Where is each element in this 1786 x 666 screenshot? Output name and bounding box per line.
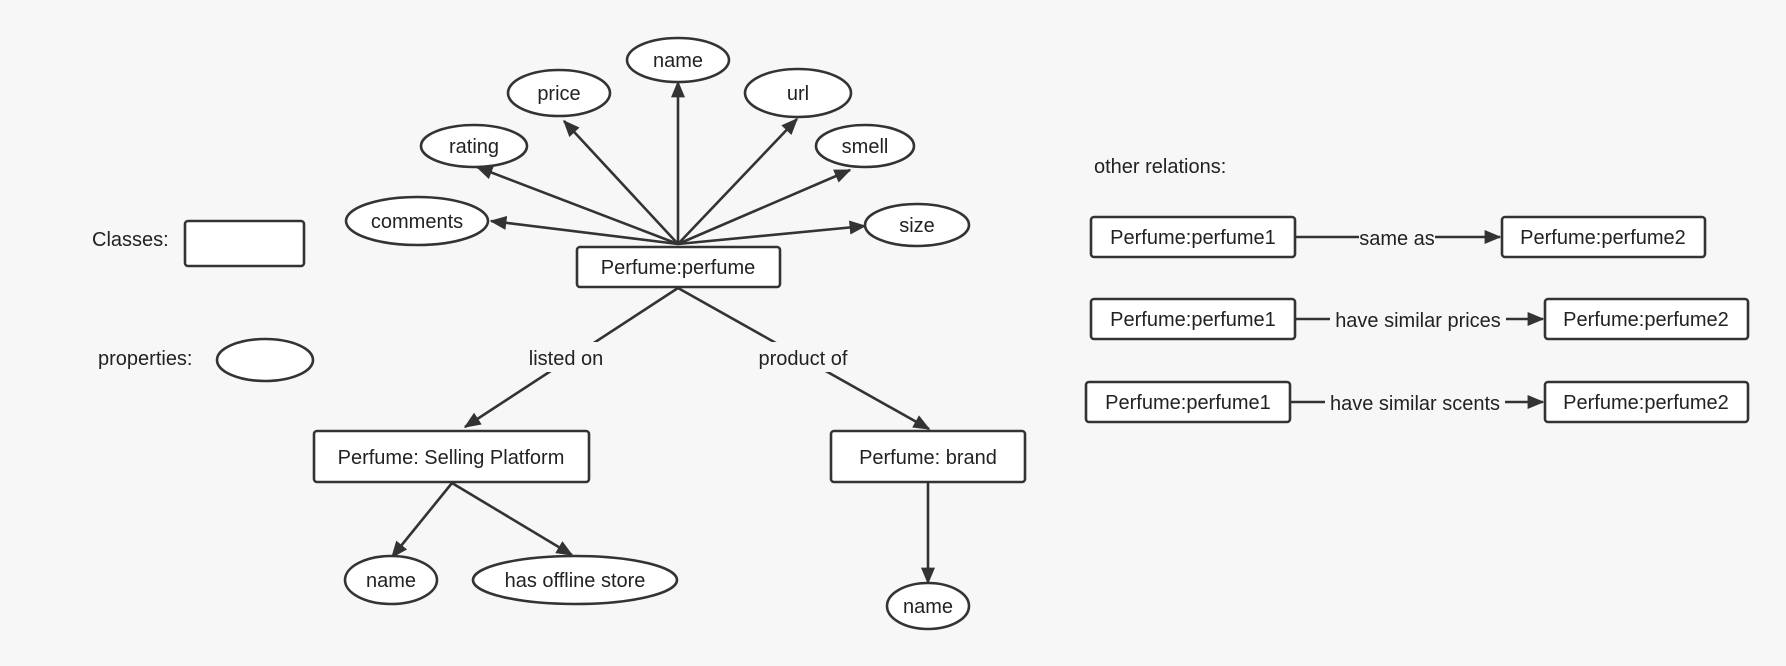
relation-from-label: Perfume:perfume1 xyxy=(1110,309,1276,331)
property-comments-label: comments xyxy=(371,211,463,233)
property-url-label: url xyxy=(787,83,809,105)
legend-class-box xyxy=(183,219,306,268)
product-of-label-bg xyxy=(749,342,857,372)
platform-property-name xyxy=(343,554,439,606)
property-rating xyxy=(419,123,529,169)
brand-property-name xyxy=(885,581,971,631)
legend-classes-label: Classes: xyxy=(92,229,169,251)
class-perfume xyxy=(575,245,782,289)
relation-label-bg xyxy=(1359,222,1435,252)
relation-from-class xyxy=(1084,380,1292,424)
relation-from-label: Perfume:perfume1 xyxy=(1105,392,1271,414)
property-rating-label: rating xyxy=(449,136,499,158)
property-smell xyxy=(814,123,916,169)
property-url xyxy=(743,67,853,119)
relation-from-label: Perfume:perfume1 xyxy=(1110,227,1276,249)
edge-platform-offline-store xyxy=(451,481,574,557)
relation-to-class xyxy=(1543,380,1750,424)
relation-label: have similar scents xyxy=(1330,393,1500,415)
property-comments xyxy=(344,195,490,247)
other-relation-row: Perfume:perfume1 have similar prices Per… xyxy=(1089,297,1750,341)
property-size xyxy=(863,202,971,248)
listed-on-label-bg xyxy=(520,342,612,372)
other-relation-row: Perfume:perfume1 same as Perfume:perfume… xyxy=(1089,215,1707,259)
relation-label-bg xyxy=(1330,304,1506,334)
property-price xyxy=(506,68,612,118)
edge-comments xyxy=(489,215,679,246)
class-brand-label: Perfume: brand xyxy=(859,447,997,469)
relation-to-class xyxy=(1500,215,1707,259)
edge-price xyxy=(563,119,679,245)
relation-product-of-label: product of xyxy=(759,348,848,370)
platform-property-offline-store-label: has offline store xyxy=(505,570,646,592)
property-name xyxy=(625,36,731,84)
relation-to-label: Perfume:perfume2 xyxy=(1563,309,1729,331)
class-selling-platform xyxy=(312,429,591,484)
class-selling-platform-label: Perfume: Selling Platform xyxy=(338,447,565,469)
property-size-label: size xyxy=(899,215,935,237)
class-brand xyxy=(829,429,1027,484)
edge-url xyxy=(677,117,798,245)
property-name-label: name xyxy=(653,50,703,72)
edge-rating xyxy=(475,165,679,246)
relation-label: same as xyxy=(1359,228,1435,250)
other-relation-row: Perfume:perfume1 have similar scents Per… xyxy=(1084,380,1750,424)
relation-to-label: Perfume:perfume2 xyxy=(1563,392,1729,414)
platform-property-name-label: name xyxy=(366,570,416,592)
relation-to-label: Perfume:perfume2 xyxy=(1520,227,1686,249)
relation-label-bg xyxy=(1325,387,1505,417)
legend-property-ellipse xyxy=(215,337,315,383)
property-price-label: price xyxy=(537,83,580,105)
other-relations-heading: other relations: xyxy=(1094,156,1226,178)
relation-from-class xyxy=(1089,297,1297,341)
legend-properties-label: properties: xyxy=(98,348,193,370)
edge-platform-name xyxy=(390,482,454,559)
brand-property-name-label: name xyxy=(903,596,953,618)
relation-from-class xyxy=(1089,215,1297,259)
edge-size xyxy=(677,220,867,246)
class-perfume-label: Perfume:perfume xyxy=(601,257,756,279)
relation-label: have similar prices xyxy=(1335,310,1501,332)
platform-property-offline-store xyxy=(471,554,679,606)
relation-to-class xyxy=(1543,297,1750,341)
perfume-properties: comments rating price name url smell siz… xyxy=(344,36,971,248)
relation-listed-on-label: listed on xyxy=(529,348,604,370)
property-edges xyxy=(475,80,867,246)
edge-smell xyxy=(677,168,852,246)
property-smell-label: smell xyxy=(842,136,889,158)
